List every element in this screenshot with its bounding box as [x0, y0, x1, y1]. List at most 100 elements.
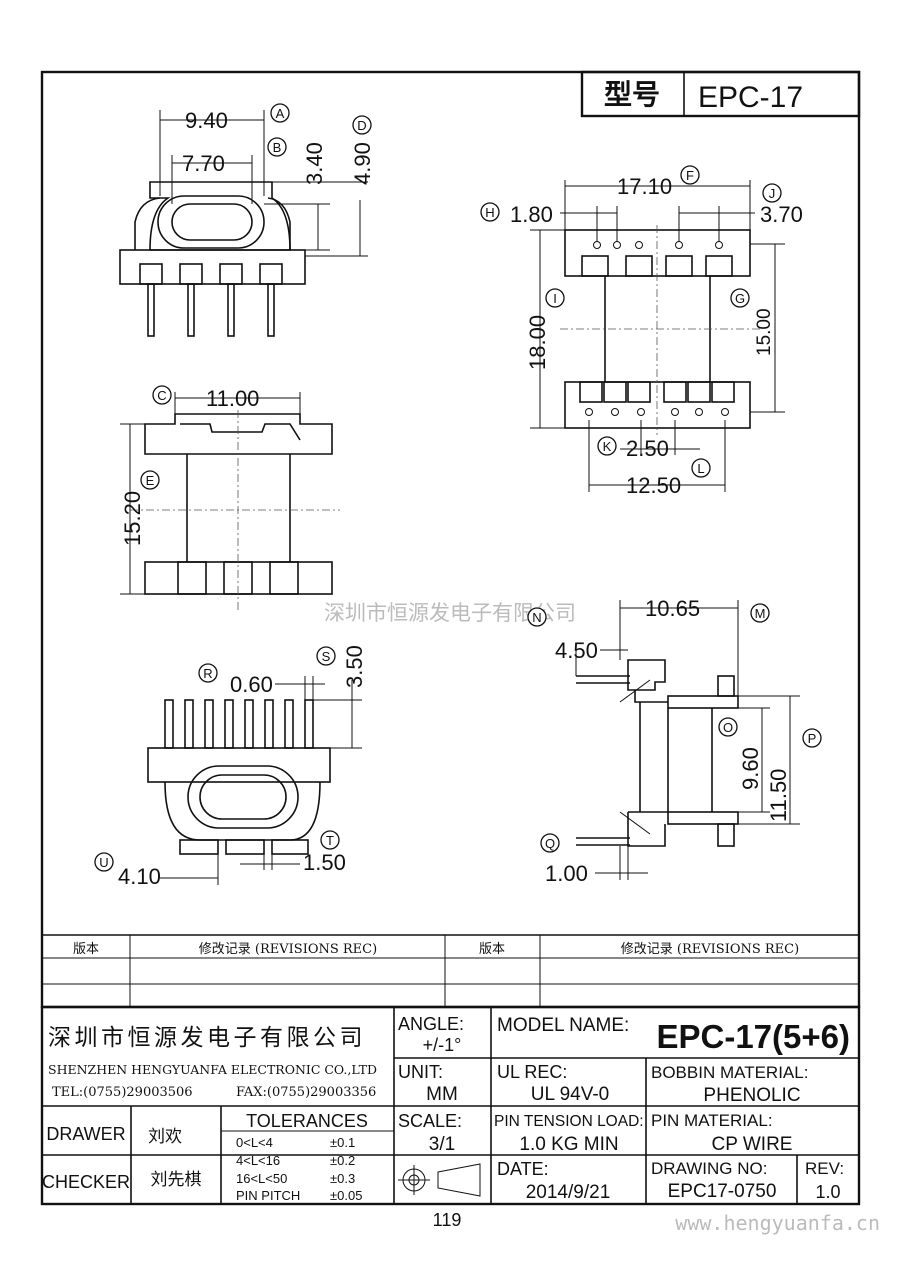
dim-11.00: 11.00 — [206, 386, 259, 411]
revisions-table: 版本 修改记录 (REVISIONS REC) 版本 修改记录 (REVISIO… — [42, 934, 859, 1007]
marker-n: N — [532, 610, 541, 625]
top-view-pin-notches — [139, 263, 283, 285]
angle-label: ANGLE: — [398, 1014, 464, 1034]
marker-g: G — [735, 291, 745, 306]
dim-11.50: 11.50 — [766, 769, 791, 822]
pin-view: 17.10 1.80 3.70 18.00 15.00 2.50 12.50 F… — [480, 165, 803, 498]
marker-e-circle — [140, 470, 160, 490]
model-title-box: 型号 EPC-17 — [580, 70, 861, 118]
scale-label: SCALE: — [398, 1111, 462, 1131]
marker-f-circle — [680, 165, 700, 185]
date-label: DATE: — [497, 1159, 549, 1179]
marker-l: L — [697, 461, 704, 476]
marker-h: H — [485, 205, 494, 220]
marker-m: M — [755, 606, 766, 621]
marker-a: A — [276, 106, 285, 121]
pin-material-label: PIN MATERIAL: — [651, 1111, 773, 1130]
tol-value-1: ±0.1 — [330, 1135, 355, 1150]
dim-0.60: 0.60 — [230, 672, 273, 697]
top-view: 9.40 7.70 3.40 4.90 A B D — [119, 103, 375, 337]
top-view-pins — [147, 283, 275, 337]
revisions-record-header-left: 修改记录 (REVISIONS REC) — [199, 942, 377, 957]
dim-17.10: 17.10 — [617, 174, 672, 199]
dim-1.00: 1.00 — [545, 861, 588, 886]
marker-q-circle — [540, 833, 560, 853]
drawer-name: 刘欢 — [148, 1127, 182, 1146]
side-view-bevel-bottom — [619, 811, 651, 835]
pin-tension-value: 1.0 KG MIN — [519, 1134, 618, 1155]
checker-label: CHECKER — [42, 1172, 130, 1192]
marker-i: I — [553, 291, 557, 306]
bobbin-material-label: BOBBIN MATERIAL: — [651, 1063, 808, 1082]
pin-view-bottom-pins — [585, 408, 729, 416]
model-title-value: EPC-17 — [698, 81, 803, 114]
bottom-view-slot-outer — [187, 765, 299, 829]
pin-tension-label: PIN TENSION LOAD: — [494, 1113, 644, 1130]
marker-n-circle — [527, 607, 547, 627]
tol-value-4: ±0.05 — [330, 1188, 362, 1203]
ul-rec-label: UL REC: — [497, 1062, 567, 1082]
top-view-left-flange — [134, 197, 161, 250]
marker-t: T — [326, 833, 334, 848]
unit-label: UNIT: — [398, 1062, 443, 1082]
page-number: 119 — [433, 1210, 462, 1230]
dim-9.40: 9.40 — [185, 108, 228, 133]
dim-15.00: 15.00 — [754, 308, 775, 356]
angle-value: +/-1° — [423, 1035, 462, 1055]
date-value: 2014/9/21 — [526, 1182, 611, 1203]
tol-range-3: 16<L<50 — [236, 1171, 287, 1186]
dim-1.50: 1.50 — [303, 850, 346, 875]
dim-1.80: 1.80 — [510, 202, 553, 227]
dim-15.20: 15.20 — [120, 491, 145, 546]
front-view: 11.00 15.20 C E — [120, 385, 340, 610]
dim-2.50: 2.50 — [626, 436, 669, 461]
dim-3.40: 3.40 — [302, 142, 327, 185]
company-tel: TEL:(0755)29003506 — [52, 1085, 193, 1100]
side-view: 10.65 4.50 9.60 11.50 1.00 N M O P Q — [527, 596, 822, 886]
website-watermark: www.hengyuanfa.cn — [675, 1211, 880, 1235]
marker-e: E — [146, 473, 155, 488]
revisions-record-header-right: 修改记录 (REVISIONS REC) — [621, 942, 799, 957]
marker-s: S — [322, 649, 331, 664]
dim-7.70: 7.70 — [182, 151, 225, 176]
title-block: 深圳市恒源发电子有限公司 SHENZHEN HENGYUANFA ELECTRO… — [42, 1007, 859, 1204]
ul-rec-value: UL 94V-0 — [531, 1084, 610, 1105]
marker-j-circle — [762, 183, 782, 203]
unit-value: MM — [426, 1084, 458, 1105]
side-view-top-cap — [627, 659, 666, 691]
marker-j: J — [769, 186, 776, 201]
company-name-cn: 深圳市恒源发电子有限公司 — [48, 1025, 366, 1051]
marker-g-circle — [730, 288, 750, 308]
marker-h-circle — [480, 202, 500, 222]
side-view-top-step — [634, 690, 668, 703]
marker-r-circle — [198, 663, 218, 683]
pin-view-top-slots — [581, 255, 733, 277]
rev-value: 1.0 — [815, 1182, 840, 1202]
marker-o-circle — [718, 717, 738, 737]
marker-c-circle — [152, 385, 172, 405]
dim-4.90: 4.90 — [350, 142, 375, 185]
pin-view-top-pins — [593, 241, 723, 249]
drawing-frame — [40, 70, 861, 1009]
marker-o: O — [723, 720, 733, 735]
side-view-bottom-flange — [667, 811, 739, 825]
pin-view-bottom-flange — [564, 381, 751, 429]
bottom-view-feet — [179, 839, 309, 855]
bottom-view: 0.60 3.50 4.10 1.50 R S T U — [94, 645, 367, 889]
company-fax: FAX:(0755)29003356 — [236, 1085, 376, 1100]
dim-4.50: 4.50 — [555, 638, 598, 663]
model-title-box-border — [580, 70, 861, 118]
pin-view-bottom-slots — [579, 381, 735, 403]
bottom-view-base — [147, 747, 331, 783]
dim-9.60: 9.60 — [738, 747, 763, 790]
front-view-bottom-flange — [144, 561, 333, 595]
front-view-top-flange — [144, 413, 333, 455]
bottom-view-slot-inner — [199, 774, 287, 820]
dim-3.50: 3.50 — [342, 645, 367, 688]
dim-3.70: 3.70 — [760, 202, 803, 227]
top-view-base — [119, 249, 306, 285]
tol-value-2: ±0.2 — [330, 1153, 355, 1168]
scale-value: 3/1 — [429, 1134, 455, 1155]
dim-10.65: 10.65 — [645, 596, 700, 621]
